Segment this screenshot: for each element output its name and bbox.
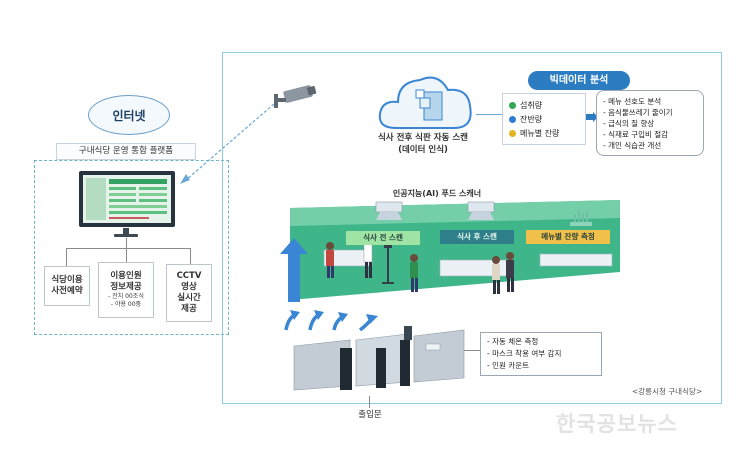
analysis-item: - 급식의 질 향상 — [603, 119, 655, 128]
legend-label: 메뉴별 잔량 — [520, 128, 560, 138]
card-text: 정보제공 — [110, 282, 142, 292]
before-scan-label: 식사 전 스캔 — [346, 231, 420, 245]
card-text: 사전예약 — [51, 286, 83, 296]
camera-feed-arrow — [180, 103, 275, 184]
legend-item: 잔반량 — [509, 112, 585, 126]
legend-item: 메뉴별 잔량 — [509, 126, 585, 140]
cafeteria-scene-illustration — [290, 200, 620, 300]
cloud-icon — [378, 76, 472, 129]
check-item: - 마스크 착용 여부 감지 — [487, 349, 562, 358]
bigdata-title: 빅데이터 분석 — [528, 71, 630, 90]
platform-title: 구내식당 운영 통합 플랫폼 — [56, 143, 196, 160]
flow-arrows-icon — [284, 310, 378, 332]
cctv-camera-icon — [274, 85, 317, 108]
connector-line — [66, 248, 190, 249]
user-count-card: 이용인원 정보제공 - 잔치 00조식 - 야용 00중 — [98, 262, 154, 318]
analysis-item: - 개인 식습관 개선 — [603, 141, 662, 150]
source-label: <강릉시청 구내식당> — [632, 387, 703, 396]
card-text: 제공 — [181, 304, 197, 314]
internet-label: 인터넷 — [112, 108, 146, 123]
legend-item: 섭취량 — [509, 98, 585, 112]
analysis-list: - 메뉴 선호도 분석 - 음식물쓰레기 줄이기 - 급식의 질 향상 - 식재… — [596, 90, 704, 156]
entrance-gate-illustration — [293, 326, 465, 391]
card-text: 실시간 — [177, 293, 201, 303]
connector-line — [126, 248, 127, 262]
card-text: 영상 — [181, 282, 197, 292]
analysis-item: - 음식물쓰레기 줄이기 — [603, 108, 673, 117]
cloud-caption: 식사 전후 식판 자동 스캔 (데이터 인식) — [368, 132, 478, 156]
cloud-caption-line: (데이터 인식) — [398, 145, 448, 155]
connector-line — [190, 248, 191, 268]
leftover-measure-label: 메뉴별 잔량 측정 — [526, 230, 610, 244]
card-subtext: - 야용 00중 — [110, 301, 142, 308]
platform-container — [34, 160, 229, 335]
card-text: 이용인원 — [110, 271, 142, 281]
arrow-right-icon — [586, 112, 598, 122]
internet-bubble: 인터넷 — [88, 95, 170, 135]
check-item: - 인원 카운트 — [487, 361, 529, 370]
check-item: - 자동 체온 측정 — [487, 337, 539, 346]
legend-dot — [509, 101, 516, 109]
entrance-label: 출입문 — [358, 410, 382, 420]
cctv-card: CCTV 영상 실시간 제공 — [166, 264, 212, 322]
legend-label: 섭취량 — [520, 100, 543, 110]
cloud-caption-line: 식사 전후 식판 자동 스캔 — [377, 133, 469, 143]
scanner-caption: 인공지능(AI) 푸드 스캐너 — [392, 189, 482, 198]
connector-line — [369, 396, 370, 408]
legend-box: 섭취량 잔반량 메뉴별 잔량 — [502, 93, 586, 145]
watermark: 한국공보뉴스 — [556, 412, 678, 436]
entrance-checks-list: - 자동 체온 측정 - 마스크 착용 여부 감지 - 인원 카운트 — [480, 332, 602, 376]
analysis-item: - 메뉴 선호도 분석 — [603, 97, 662, 106]
monitor-icon — [79, 171, 175, 227]
legend-label: 잔반량 — [520, 114, 543, 124]
connector-line — [126, 238, 127, 248]
connector-line — [476, 114, 502, 115]
system-panel — [222, 52, 722, 404]
analysis-item: - 식재료 구입비 절감 — [603, 130, 669, 139]
card-subtext: - 잔치 00조식 — [108, 293, 144, 300]
after-scan-label: 식사 후 스캔 — [440, 230, 514, 244]
card-text: 식당이용 — [51, 275, 83, 285]
legend-dot — [509, 129, 516, 137]
card-text: CCTV — [176, 271, 202, 281]
connector-line — [464, 350, 480, 351]
reservation-card: 식당이용 사전예약 — [44, 266, 90, 306]
up-arrow-icon — [280, 238, 308, 302]
monitor-stand-icon — [114, 228, 138, 237]
legend-dot — [509, 115, 516, 123]
connector-line — [66, 248, 67, 268]
